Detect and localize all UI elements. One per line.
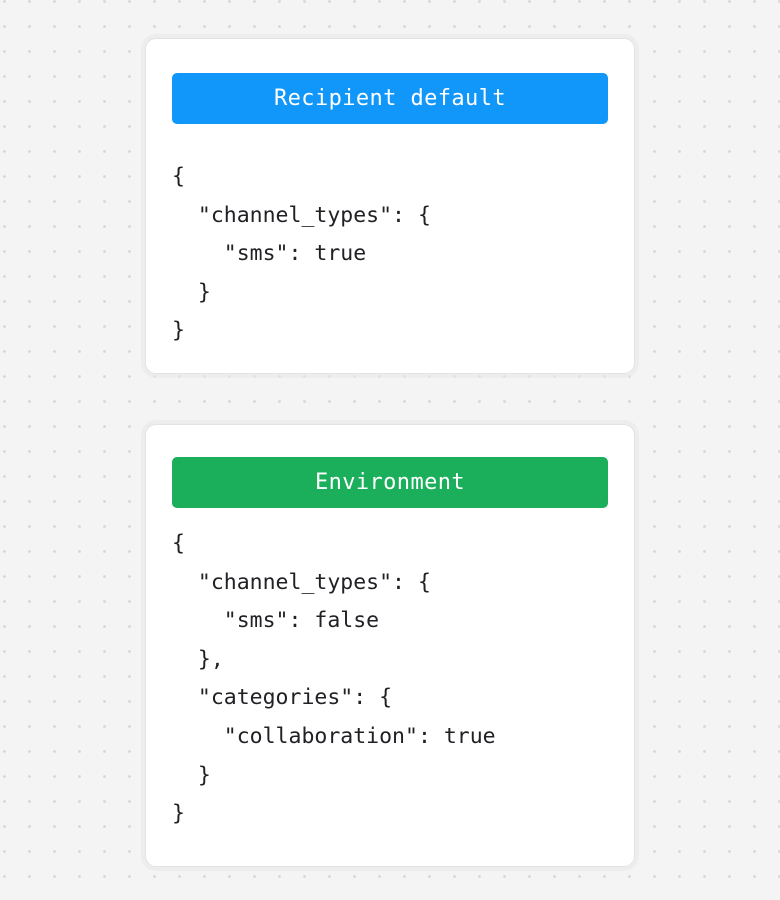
environment-card: Environment { "channel_types": { "sms": … — [145, 424, 635, 867]
environment-header-badge: Environment — [172, 457, 608, 508]
recipient-default-json-body: { "channel_types": { "sms": true } } — [172, 164, 431, 344]
recipient-default-header-badge: Recipient default — [172, 73, 608, 124]
recipient-default-card: Recipient default { "channel_types": { "… — [145, 38, 635, 374]
environment-json-body: { "channel_types": { "sms": false }, "ca… — [172, 531, 496, 827]
